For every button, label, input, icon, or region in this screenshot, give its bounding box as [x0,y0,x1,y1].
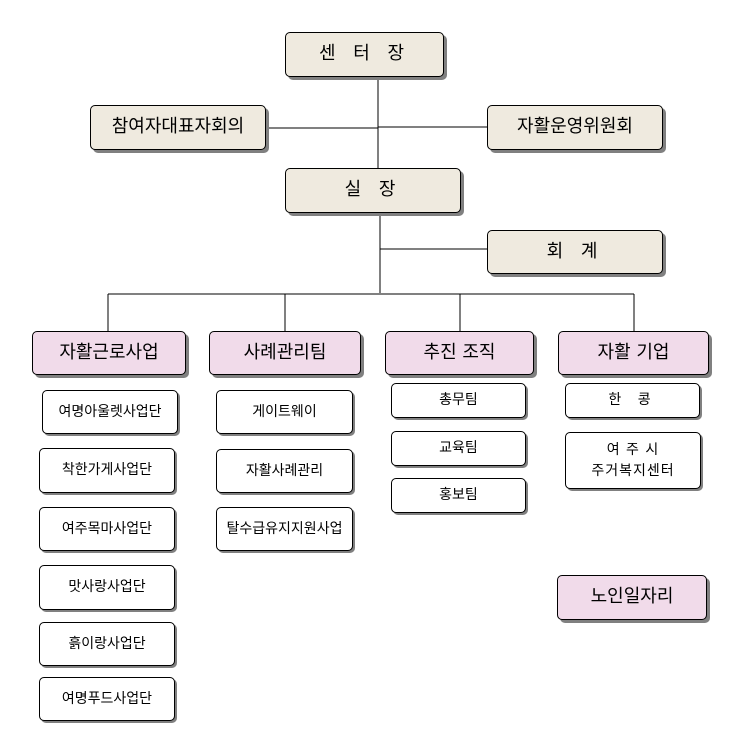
unit-yeoju-mokma: 여주목마사업단 [39,507,175,551]
unit-good-store: 착한가게사업단 [39,448,175,493]
unit-yeomyeong-food: 여명푸드사업단 [39,677,175,721]
division-case-management: 사례관리팀 [209,331,361,375]
unit-yeoju-housing-welfare-center: 여 주 시 주거복지센터 [565,432,701,489]
unit-case-management: 자활사례관리 [216,449,353,493]
unit-matsarang: 맛사랑사업단 [39,565,175,610]
unit-gateway: 게이트웨이 [216,390,353,434]
unit-public-relations: 홍보팀 [391,478,526,513]
unit-education: 교육팀 [391,431,526,466]
division-self-support-enterprise: 자활 기업 [558,331,709,375]
division-promotion-org: 추진 조직 [385,331,534,375]
division-self-support-work: 자활근로사업 [32,331,186,375]
unit-hankong: 한 콩 [565,383,700,418]
unit-general-affairs: 총무팀 [391,383,526,418]
senior-jobs-box: 노인일자리 [557,575,707,620]
operation-committee-box: 자활운영위원회 [487,105,663,150]
director-box: 센 터 장 [285,32,444,77]
unit-yeomyeong-outlet: 여명아울렛사업단 [42,390,178,434]
participant-committee-box: 참여자대표자회의 [90,105,266,150]
manager-box: 실 장 [285,168,461,213]
unit-heulgirang: 흙이랑사업단 [39,622,175,666]
unit-benefit-exit-support: 탈수급유지지원사업 [216,507,353,551]
accounting-box: 회 계 [487,230,663,274]
